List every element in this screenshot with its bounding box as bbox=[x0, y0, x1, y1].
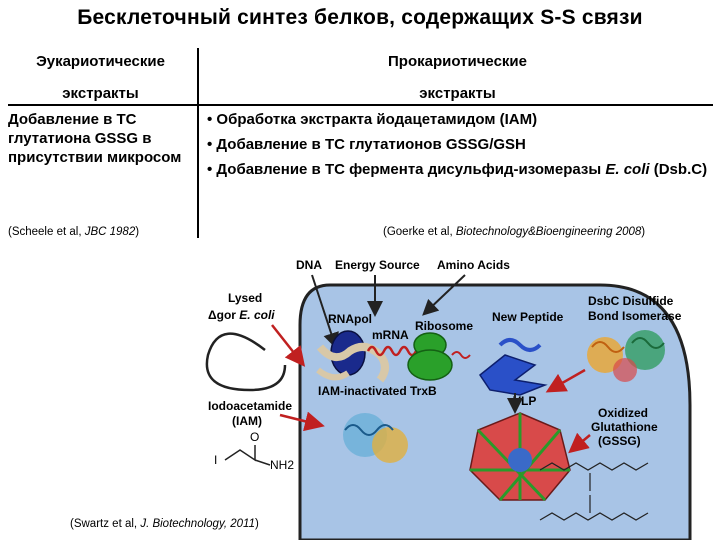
lysed-arrow bbox=[271, 324, 306, 367]
left-ref-journal: JBC 1982 bbox=[84, 226, 136, 238]
right-ref-prefix: (Goerke et al, bbox=[383, 226, 456, 238]
label-gssg-line2: Glutathione bbox=[591, 420, 658, 434]
lysed-ecoli-icon bbox=[205, 332, 287, 392]
dna-strand-lower-icon bbox=[316, 367, 350, 381]
label-iam-line2: (IAM) bbox=[232, 414, 262, 428]
dna-strand-icon bbox=[316, 342, 389, 383]
label-gssg-line1: Oxidized bbox=[598, 406, 648, 420]
dsbc-protein-icon bbox=[587, 330, 665, 382]
figure-ref-journal: J. Biotechnology, 2011 bbox=[139, 518, 255, 530]
left-column-body: Добавление в ТС глутатиона GSSG в присут… bbox=[8, 111, 182, 166]
left-ref-prefix: (Scheele et al, bbox=[8, 226, 85, 238]
peptide-chain-icon bbox=[451, 351, 471, 359]
trxb-protein-icon bbox=[343, 413, 408, 463]
chem-iodine: I bbox=[214, 453, 217, 467]
label-gor-ital: E. coli bbox=[239, 308, 275, 322]
label-ribosome: Ribosome bbox=[415, 319, 473, 333]
bullet-dsbc: Добавление в ТС фермента дисульфид-изоме… bbox=[207, 160, 712, 179]
header-divider-horizontal bbox=[8, 104, 713, 106]
right-reference: (Goerke et al, Biotechnology&Bioengineer… bbox=[383, 226, 713, 238]
bullet-iam: Обработка экстракта йодацетамидом (IAM) bbox=[207, 110, 712, 129]
label-vlp: VLP bbox=[513, 394, 536, 408]
amino-acids-arrow bbox=[422, 274, 466, 316]
label-gssg-line3: (GSSG) bbox=[598, 434, 641, 448]
figure-reference: (Swartz et al, J. Biotechnology, 2011) bbox=[70, 518, 259, 530]
ribosome-large-subunit-icon bbox=[407, 349, 453, 381]
label-dsbc-line2: Bond Isomerase bbox=[588, 309, 682, 323]
left-reference: (Scheele et al, JBC 1982) bbox=[8, 226, 198, 238]
left-header-line1: Эукариотические bbox=[36, 53, 165, 70]
left-ref-suffix: ) bbox=[135, 226, 140, 238]
bullet-dsbc-suffix: (Dsb.C) bbox=[649, 161, 708, 178]
dsbc-arrow bbox=[545, 368, 586, 393]
label-new-peptide: New Peptide bbox=[492, 310, 564, 324]
right-header-line1: Прокариотические bbox=[388, 53, 527, 70]
label-dsbc-line1: DsbC Disulfide bbox=[588, 294, 674, 308]
column-divider-vertical bbox=[197, 48, 199, 238]
bullet-dsbc-prefix: Добавление в ТС фермента дисульфид-изоме… bbox=[216, 161, 606, 178]
dna-arrow bbox=[311, 274, 339, 349]
figure-ref-suffix: ) bbox=[255, 518, 259, 530]
label-rnapol: RNApol bbox=[328, 312, 372, 326]
label-iam-line1: Iodoacetamide bbox=[208, 399, 292, 413]
bullet-glutathione: Добавление в ТС глутатионов GSSG/GSH bbox=[207, 135, 712, 154]
left-header-line2: экстракты bbox=[62, 85, 139, 102]
label-amino-acids: Amino Acids bbox=[437, 258, 510, 272]
gssg-arrow bbox=[568, 432, 591, 454]
gssg-structure-icon bbox=[539, 462, 649, 521]
label-gor-prefix: Δgor bbox=[208, 308, 239, 322]
right-ref-journal: Biotechnology&Bioengineering 2008 bbox=[455, 226, 642, 238]
label-mrna: mRNA bbox=[372, 328, 409, 342]
iam-arrow bbox=[279, 411, 325, 432]
cell-free-synthesis-figure: DNA Energy Source Amino Acids Lysed Δgor… bbox=[70, 258, 692, 540]
label-gor: Δgor E. coli bbox=[208, 308, 275, 322]
iodoacetamide-structure-icon bbox=[224, 445, 271, 466]
figure-ref-prefix: (Swartz et al, bbox=[70, 518, 140, 530]
page-title: Бесклеточный синтез белков, содержащих S… bbox=[77, 6, 643, 29]
chem-oxygen: O bbox=[250, 430, 259, 444]
new-peptide-structure-icon bbox=[478, 354, 548, 396]
left-column-header: Эукариотические экстракты bbox=[8, 46, 193, 110]
label-dna: DNA bbox=[296, 258, 322, 272]
chem-amine: NH2 bbox=[270, 458, 294, 472]
label-lysed: Lysed bbox=[228, 291, 262, 305]
label-trxb: IAM-inactivated TrxB bbox=[318, 384, 437, 398]
bullet-dsbc-ital: E. coli bbox=[605, 161, 650, 178]
right-column-bullets: Обработка экстракта йодацетамидом (IAM) … bbox=[207, 110, 712, 185]
right-column-header: Прокариотические экстракты bbox=[205, 46, 710, 110]
label-energy-source: Energy Source bbox=[335, 258, 420, 272]
right-ref-suffix: ) bbox=[641, 226, 646, 238]
new-peptide-helix-icon bbox=[498, 338, 542, 352]
mrna-strand-icon bbox=[366, 345, 426, 357]
vlp-particle-icon bbox=[469, 412, 571, 502]
right-header-line2: экстракты bbox=[419, 85, 496, 102]
